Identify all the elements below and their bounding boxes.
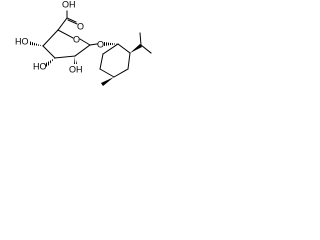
- bond-ring-o-c1: [79, 38, 91, 46]
- bond-c5-c6: [57, 17, 68, 31]
- wedge-bond-m2-isopropyl: [130, 44, 142, 53]
- hashed-bond-menthyl-c1-o: [104, 42, 118, 46]
- glycosidic-o-label: O: [97, 39, 104, 49]
- ring-o-label: O: [73, 34, 80, 44]
- carboxyl-oh-label: OH: [62, 0, 76, 9]
- bond-c4-c5: [42, 29, 59, 47]
- bond-c1-glycosidic-o: [89, 43, 98, 46]
- chemical-structure: OH O O HO HO OH O: [15, 0, 152, 86]
- hashed-bond-c2-oh: [74, 56, 77, 64]
- hashed-bond-c3-oh: [44, 58, 55, 67]
- bond-c6-o-double-b: [67, 19, 78, 25]
- bond-m6-m1: [102, 43, 119, 55]
- wedge-bond-m4-methyl: [101, 77, 114, 86]
- bond-m3-m4: [113, 68, 129, 78]
- isopropyl-group: [130, 32, 152, 54]
- bond-isopropyl-methyl-b: [139, 32, 142, 46]
- bond-c1-c2: [74, 44, 91, 57]
- bond-c3-c4: [42, 45, 56, 59]
- bond-c5-ring-o: [57, 29, 74, 39]
- carboxylic-acid: [57, 10, 78, 31]
- bond-m1-m2: [117, 43, 131, 54]
- menthyl-ring: [99, 43, 131, 78]
- ho-3-label: HO: [33, 61, 47, 71]
- bond-c2-c3: [54, 55, 76, 59]
- bond-m4-m5: [99, 68, 115, 78]
- pyranose-ring: [42, 29, 91, 59]
- bond-m5-m6: [99, 53, 104, 70]
- bond-c6-o-double-a: [66, 17, 77, 23]
- oh-2-label: OH: [69, 64, 83, 74]
- carboxyl-o-label: O: [77, 21, 84, 31]
- bond-isopropyl-methyl-a: [140, 44, 152, 54]
- ho-4-label: HO: [15, 36, 29, 46]
- hashed-bond-c4-oh: [29, 41, 43, 46]
- glycosidic-linkage: [89, 42, 118, 46]
- bond-m2-m3: [127, 52, 131, 70]
